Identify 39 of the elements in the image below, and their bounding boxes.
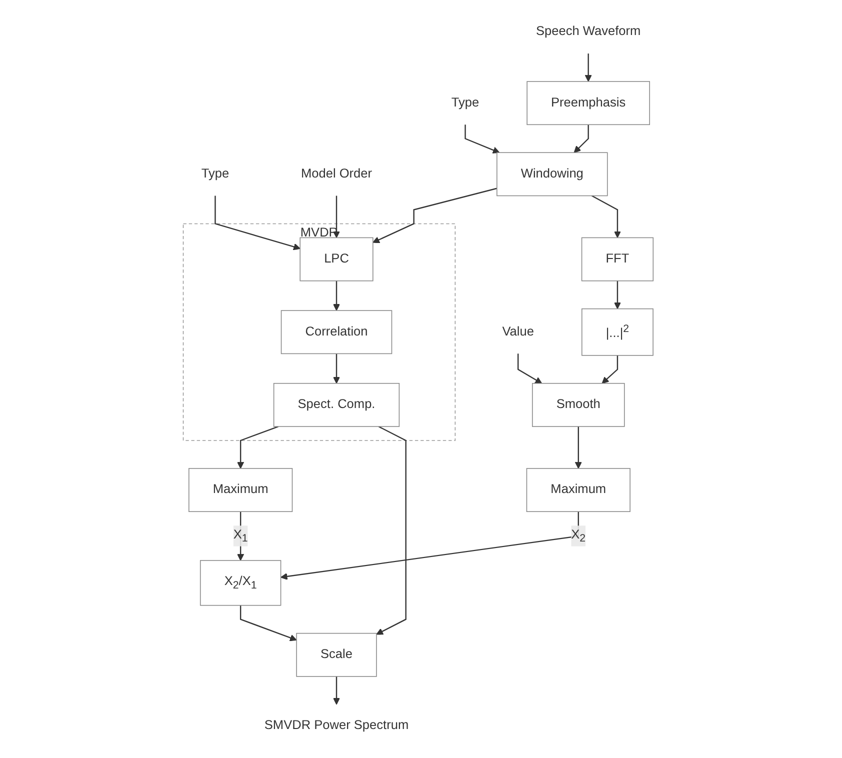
node-box: X$_{2}$/X$_{1}$ <box>200 560 282 606</box>
arrow <box>602 355 618 384</box>
arrow <box>591 195 621 238</box>
node-box: Maximum <box>526 468 630 512</box>
node-text: Model Order <box>300 167 372 181</box>
arrow <box>332 354 340 384</box>
node-box: Preemphasis <box>526 81 650 126</box>
node-text: Type <box>451 96 480 110</box>
arrow <box>376 426 406 635</box>
arrow <box>584 54 592 82</box>
node-box: Spect. Comp. <box>273 383 400 427</box>
arrow <box>614 280 621 310</box>
node-box: Correlation <box>280 310 392 354</box>
arrow <box>332 196 340 238</box>
arrow <box>332 280 340 311</box>
node-box: Windowing <box>496 152 608 196</box>
node-box: Smooth <box>532 383 625 427</box>
node-box: FFT <box>581 237 654 282</box>
edge-label: X$_{1}$ <box>233 528 248 544</box>
arrow <box>574 124 589 153</box>
node-text: Value <box>502 324 534 339</box>
node-text: SMVDR Power Spectrum <box>264 718 409 732</box>
node-box: Maximum <box>188 468 293 512</box>
arrow <box>372 188 498 244</box>
node-box: LPC <box>300 237 374 282</box>
arrow <box>574 426 582 469</box>
arrow <box>280 512 579 580</box>
arrow <box>517 354 542 384</box>
arrow <box>214 196 300 250</box>
node-text: Speech Waveform <box>536 24 641 38</box>
node-text: Type <box>201 167 230 181</box>
arrow <box>237 426 278 469</box>
node-box: |...|$^{2}$ <box>581 308 654 356</box>
node-box: Scale <box>296 632 377 677</box>
arrow <box>332 676 340 705</box>
arrow <box>464 124 500 154</box>
edge-label: X$_{2}$ <box>571 528 586 544</box>
arrow <box>237 512 244 561</box>
arrow <box>240 605 297 642</box>
